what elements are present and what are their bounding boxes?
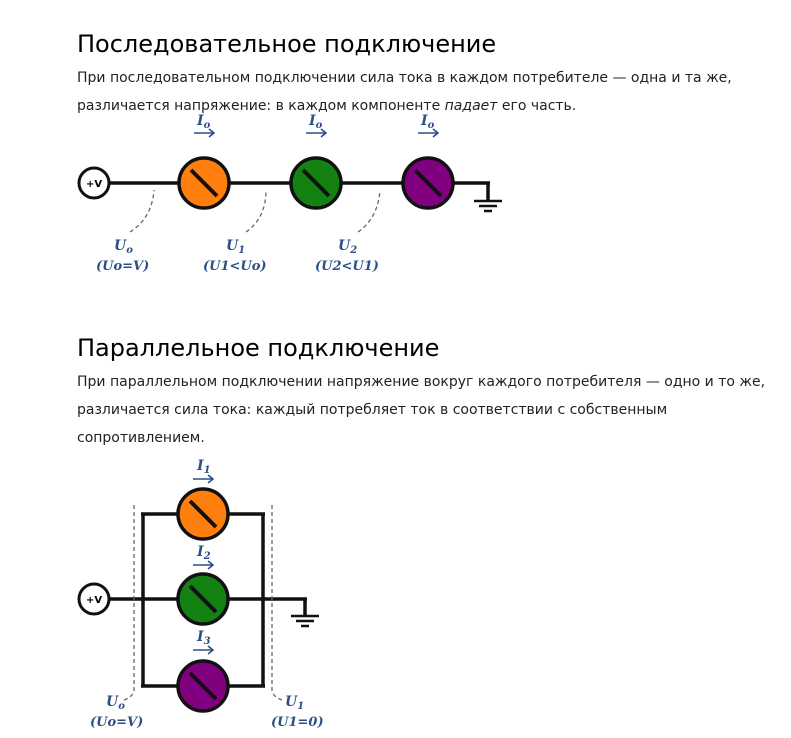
parallel-component-2-slash xyxy=(188,584,218,614)
series-voltage-source: +V xyxy=(77,166,111,200)
svg-text:Io: Io xyxy=(308,113,323,131)
svg-text:U1: U1 xyxy=(226,238,245,256)
parallel-voltage-pointer-2 xyxy=(271,505,283,701)
series-voltage-pointer-3 xyxy=(357,189,381,233)
parallel-source-label: +V xyxy=(86,595,102,606)
series-current-label-3: Io xyxy=(418,113,440,138)
svg-text:Io: Io xyxy=(196,113,211,131)
series-voltage-pointer-2 xyxy=(245,189,267,233)
series-source-label: +V xyxy=(86,179,102,190)
series-text-after: его часть. xyxy=(497,98,577,114)
series-component-1 xyxy=(177,156,231,210)
parallel-voltage-label-2: U1 (U1=0) xyxy=(271,694,324,730)
series-current-label-1: Io xyxy=(194,113,216,138)
parallel-component-1 xyxy=(176,487,230,541)
parallel-component-1-slash xyxy=(188,499,218,529)
series-component-3 xyxy=(401,156,455,210)
svg-text:(Uo=V): (Uo=V) xyxy=(90,715,143,730)
series-component-2-slash xyxy=(301,168,331,198)
parallel-voltage-label-1: Uo (Uo=V) xyxy=(90,694,143,730)
series-ground-icon xyxy=(474,199,502,213)
svg-text:(U1=0): (U1=0) xyxy=(271,715,324,730)
svg-text:U1: U1 xyxy=(285,694,304,712)
svg-text:Io: Io xyxy=(420,113,435,131)
parallel-current-label-3: I3 xyxy=(193,629,215,655)
svg-text:Uo: Uo xyxy=(106,694,125,712)
svg-text:Uo: Uo xyxy=(114,238,133,256)
svg-text:U2: U2 xyxy=(338,238,357,256)
series-current-arrow-3-icon xyxy=(418,128,440,138)
series-voltage-label-2: U1 (U1<Uo) xyxy=(203,238,267,274)
series-circuit-diagram: +V Io Io Io Uo (Uo=V) U1 (U1<Uo) U2 (U2<… xyxy=(77,113,502,274)
series-text-before: При последовательном подключении сила то… xyxy=(77,70,732,114)
svg-text:I3: I3 xyxy=(196,629,211,647)
svg-text:I1: I1 xyxy=(196,458,211,476)
parallel-current-label-1: I1 xyxy=(193,458,215,484)
series-heading: Последовательное подключение xyxy=(77,30,497,58)
svg-text:I2: I2 xyxy=(196,544,211,562)
parallel-current-arrow-1-icon xyxy=(193,474,215,484)
parallel-component-2 xyxy=(176,572,230,626)
series-current-arrow-1-icon xyxy=(194,128,216,138)
parallel-description: При параллельном подключении напряжение … xyxy=(77,374,766,446)
parallel-heading: Параллельное подключение xyxy=(77,334,440,362)
series-description: При последовательном подключении сила то… xyxy=(77,64,767,120)
series-component-3-slash xyxy=(413,168,443,198)
parallel-component-3-slash xyxy=(188,671,218,701)
parallel-current-arrow-3-icon xyxy=(193,645,215,655)
svg-text:(U1<Uo): (U1<Uo) xyxy=(203,259,267,274)
svg-text:(Uo=V): (Uo=V) xyxy=(96,259,149,274)
series-component-2 xyxy=(289,156,343,210)
series-current-arrow-2-icon xyxy=(306,128,328,138)
parallel-voltage-source: +V xyxy=(77,582,111,616)
series-text-emphasis: падает xyxy=(444,98,498,114)
parallel-component-3 xyxy=(176,659,230,713)
parallel-current-label-2: I2 xyxy=(193,544,215,570)
series-current-label-2: Io xyxy=(306,113,328,138)
series-voltage-label-3: U2 (U2<U1) xyxy=(315,238,379,274)
series-voltage-pointer-1 xyxy=(129,189,155,233)
parallel-current-arrow-2-icon xyxy=(193,560,215,570)
svg-text:(U2<U1): (U2<U1) xyxy=(315,259,379,274)
series-component-1-slash xyxy=(189,168,219,198)
parallel-voltage-pointer-1 xyxy=(123,505,135,701)
parallel-ground-icon xyxy=(291,614,319,628)
series-voltage-label-1: Uo (Uo=V) xyxy=(96,238,149,274)
